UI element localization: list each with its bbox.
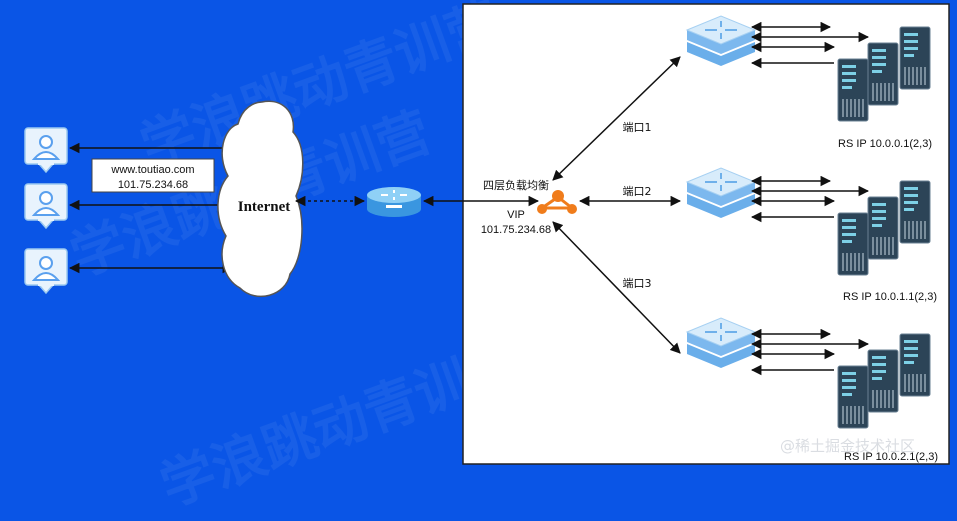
internet-cloud [217,100,304,298]
load-balancer-icon [537,190,577,214]
port-label-1: 端口1 [623,121,652,134]
internet-label: Internet [238,199,291,215]
rs-label-1: RS IP 10.0.0.1(2,3) [838,138,932,150]
footer-watermark: @稀土掘金技术社区 [780,437,915,455]
port-label-2: 端口2 [623,185,652,198]
vip-value: 101.75.234.68 [481,224,551,236]
network-diagram: www.toutiao.com 101.75.234.68 Internet 四… [24,3,950,465]
router-icon [367,187,421,217]
lb-title: 四层负载均衡 [483,178,549,192]
user-card-icon [24,127,68,173]
domain-ip: 101.75.234.68 [118,179,188,191]
user-card-icon [24,248,68,294]
port3-link [552,221,681,354]
domain-name: www.toutiao.com [110,164,194,176]
vip-label: VIP [507,209,525,221]
rs-label-3: RS IP 10.0.2.1(2,3) [844,451,938,463]
domain-box [91,158,215,193]
user-card-icon [24,183,68,229]
port-label-3: 端口3 [623,277,652,290]
rs-label-2: RS IP 10.0.1.1(2,3) [843,291,937,303]
port1-link [552,56,681,181]
